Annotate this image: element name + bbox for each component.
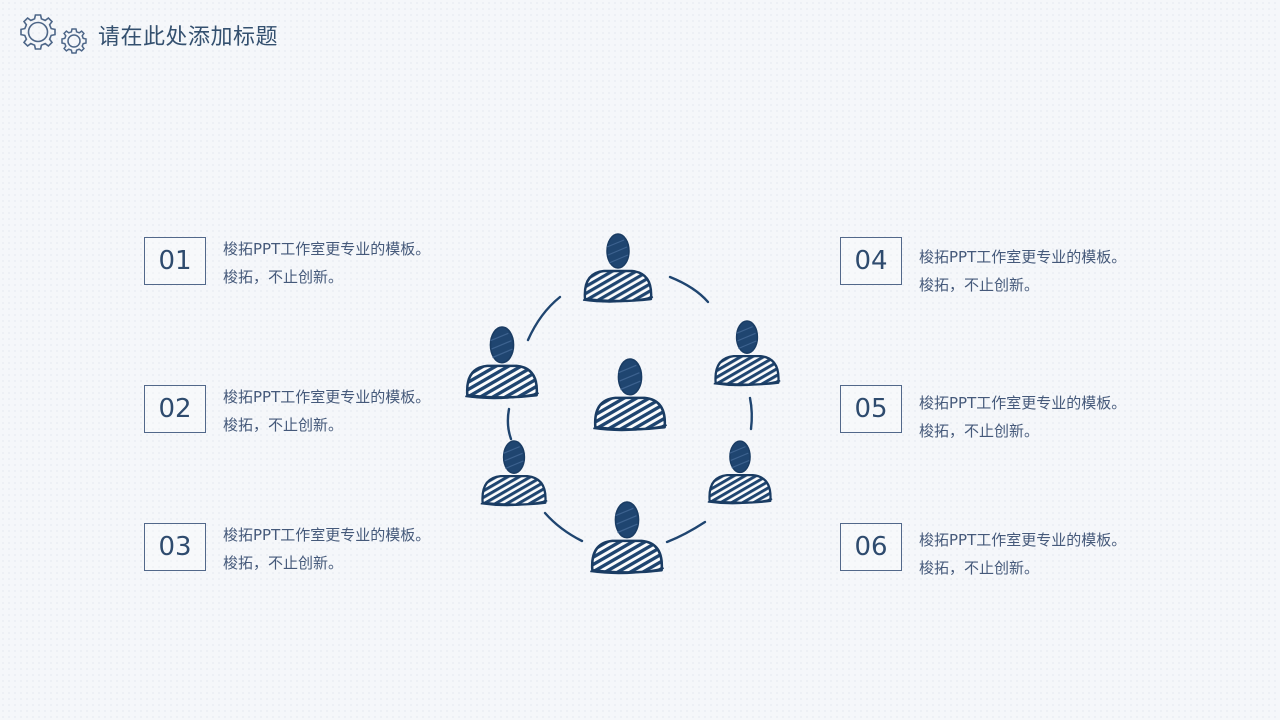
connector-line	[667, 522, 705, 542]
connector-line	[545, 513, 582, 541]
page-title: 请在此处添加标题	[98, 19, 278, 51]
gear-icon	[18, 12, 94, 58]
item-number: 05	[840, 385, 902, 433]
item-text: 梭拓PPT工作室更专业的模板。梭拓，不止创新。	[223, 235, 433, 291]
person-icon	[583, 234, 653, 302]
list-item: 06 梭拓PPT工作室更专业的模板。梭拓，不止创新。	[840, 523, 1129, 582]
list-item: 05 梭拓PPT工作室更专业的模板。梭拓，不止创新。	[840, 385, 1129, 445]
person-icon	[593, 359, 667, 430]
connector-line	[670, 277, 708, 302]
item-text: 梭拓PPT工作室更专业的模板。梭拓，不止创新。	[919, 243, 1129, 299]
person-icon	[481, 441, 548, 506]
item-number: 03	[144, 523, 206, 571]
people-network-diagram	[450, 225, 800, 595]
gear-icons	[18, 12, 94, 58]
list-item: 02 梭拓PPT工作室更专业的模板。梭拓，不止创新。	[144, 385, 433, 439]
connector-line	[750, 398, 752, 429]
person-icon	[708, 441, 772, 503]
item-text: 梭拓PPT工作室更专业的模板。梭拓，不止创新。	[223, 521, 433, 577]
item-number: 04	[840, 237, 902, 285]
list-item: 03 梭拓PPT工作室更专业的模板。梭拓，不止创新。	[144, 523, 433, 577]
list-item: 01 梭拓PPT工作室更专业的模板。梭拓，不止创新。	[144, 237, 433, 291]
person-icon	[590, 502, 664, 573]
person-icon	[714, 321, 781, 386]
item-text: 梭拓PPT工作室更专业的模板。梭拓，不止创新。	[919, 389, 1129, 445]
item-number: 02	[144, 385, 206, 433]
item-text: 梭拓PPT工作室更专业的模板。梭拓，不止创新。	[919, 526, 1129, 582]
item-number: 06	[840, 523, 902, 571]
list-item: 04 梭拓PPT工作室更专业的模板。梭拓，不止创新。	[840, 237, 1129, 299]
slide-header: 请在此处添加标题	[18, 12, 278, 58]
connector-line	[508, 409, 511, 439]
item-text: 梭拓PPT工作室更专业的模板。梭拓，不止创新。	[223, 383, 433, 439]
connector-line	[528, 297, 560, 340]
item-number: 01	[144, 237, 206, 285]
